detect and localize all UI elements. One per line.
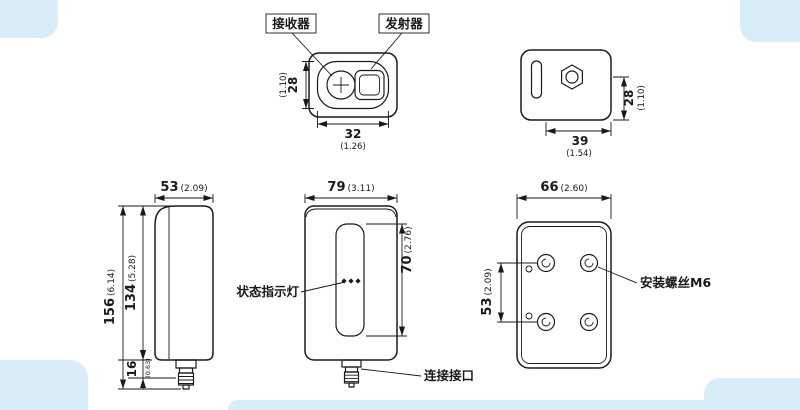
head-top-view: 接收器 发射器 28 (1.10) 32 (1.26) <box>265 13 430 152</box>
transmitter-lens <box>354 69 385 101</box>
head-top-height-mm: 28 <box>286 77 300 94</box>
connector-port-label: 连接接口 <box>424 368 474 383</box>
front-window-dim-text: 70(2.76) <box>400 226 415 273</box>
head-rear-width-dim: 39 (1.54) <box>545 122 612 159</box>
back-screw-span-dim: 53(2.09) <box>480 262 537 323</box>
indicator-window <box>335 223 365 337</box>
front-connector <box>341 359 362 388</box>
pilot-hole-top <box>525 265 533 273</box>
transmitter-lens-inner <box>359 74 380 96</box>
head-rear-width-mm: 39 <box>572 134 589 148</box>
receiver-label: 接收器 <box>272 16 310 31</box>
head-rear-width-in: (1.54) <box>566 149 592 159</box>
head-rear-view: 28 (1.10) 39 (1.54) <box>520 49 647 159</box>
side-depth-dim-text: 53(2.09) <box>160 180 207 195</box>
head-top-width-mm: 32 <box>345 127 362 141</box>
back-view: 66(2.60) 53(2.09) 安装螺丝M6 <box>480 180 711 369</box>
head-top-width-dim: 32 (1.26) <box>317 111 389 152</box>
receiver-label-box <box>265 13 317 34</box>
head-rear-height-dim: 28 (1.10) <box>613 76 647 121</box>
front-window-dim: 70(2.76) <box>366 223 415 337</box>
back-outline <box>516 221 612 369</box>
deco-bottom-right <box>704 378 800 410</box>
status-indicator-leader <box>300 281 346 293</box>
receiver-leader-line <box>291 32 333 77</box>
head-rear-height-in: (1.10) <box>637 85 647 111</box>
front-top-contour <box>305 208 397 218</box>
connector-hex-nut <box>560 64 584 90</box>
side-tail-height-in: (0.63) <box>144 358 152 378</box>
deco-bottom-strip <box>228 400 800 410</box>
transmitter-label: 发射器 <box>384 16 423 31</box>
side-depth-dim: 53(2.09) <box>154 180 214 203</box>
back-width-dim: 66(2.60) <box>516 180 612 219</box>
deco-top-left <box>0 0 58 38</box>
transmitter-label-box <box>378 13 430 34</box>
mounting-slot <box>530 60 543 99</box>
side-tail-height-mm: 16 <box>125 361 139 378</box>
side-connector <box>175 359 197 390</box>
head-top-height-in: (1.10) <box>279 72 289 98</box>
side-outline <box>154 205 214 361</box>
head-rear-height-mm: 28 <box>622 90 636 107</box>
pilot-hole-bottom <box>525 312 533 320</box>
head-top-outline <box>308 52 398 118</box>
deco-top-right <box>740 0 800 42</box>
status-indicator-label: 状态指示灯 <box>236 284 299 299</box>
connector-center-hole <box>565 70 579 84</box>
front-width-dim: 79(3.11) <box>304 180 398 203</box>
side-body-height-text: 134(5.28) <box>124 255 139 311</box>
sensing-face <box>316 60 390 110</box>
head-top-width-in: (1.26) <box>340 142 366 152</box>
transmitter-leader-line <box>370 32 403 70</box>
connector-port-leader <box>360 368 422 377</box>
head-top-height-dim: 28 (1.10) <box>279 61 314 109</box>
side-total-height-text: 156(6.14) <box>103 269 118 325</box>
status-led-icons <box>341 278 361 284</box>
side-view: 53(2.09) 156(6.14) 134(5.28) 16 (0.63) <box>103 180 214 390</box>
mounting-screws <box>536 253 599 332</box>
back-width-dim-text: 66(2.60) <box>540 180 587 195</box>
front-view: 79(3.11) 70(2.76) 状态指示灯 连接接口 <box>236 180 474 388</box>
lens-crosshair-icon <box>333 77 349 93</box>
side-height-dims: 156(6.14) 134(5.28) 16 (0.63) <box>103 205 181 390</box>
back-screw-span-text: 53(2.09) <box>480 268 495 315</box>
mounting-screw-label: 安装螺丝M6 <box>640 275 711 290</box>
back-inner-outline <box>521 226 607 364</box>
mounting-screw-leader <box>597 266 638 284</box>
deco-bottom-left <box>0 360 88 410</box>
front-width-dim-text: 79(3.11) <box>327 180 374 195</box>
